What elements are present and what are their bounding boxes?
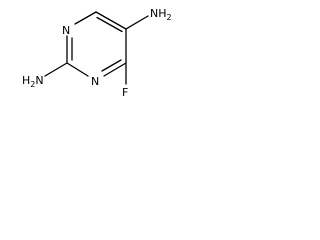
- bond-c4-n3: [103, 62, 127, 77]
- atom-n3-label: N: [91, 75, 99, 88]
- atom-amine-top-label: NH2: [150, 7, 172, 22]
- atom-n1-label: N: [62, 24, 70, 37]
- bond-n3-c2: [66, 62, 89, 77]
- atom-fluoro-label: F: [122, 86, 128, 99]
- bond-c6-c5: [95, 11, 127, 30]
- amine-left-subscript: 2: [30, 80, 35, 89]
- bond-c4-n3-inner: [101, 59, 122, 72]
- atom-amine-left-label: H2N: [22, 74, 44, 89]
- amine-left-h: H: [22, 74, 30, 87]
- ring-bonds: [66, 11, 127, 77]
- bond-c5-nh2: [125, 15, 149, 30]
- bond-c6-c5-inner: [96, 16, 123, 33]
- bond-c2-nh2: [44, 62, 68, 77]
- amine-left-n: N: [35, 74, 43, 87]
- bond-n1-c6: [74, 11, 97, 25]
- amine-top-subscript: 2: [167, 13, 172, 22]
- substituent-bonds: [44, 15, 149, 85]
- amine-top-main: NH: [150, 7, 167, 20]
- chemical-structure-diagram: N N NH2 H2N F: [22, 7, 172, 99]
